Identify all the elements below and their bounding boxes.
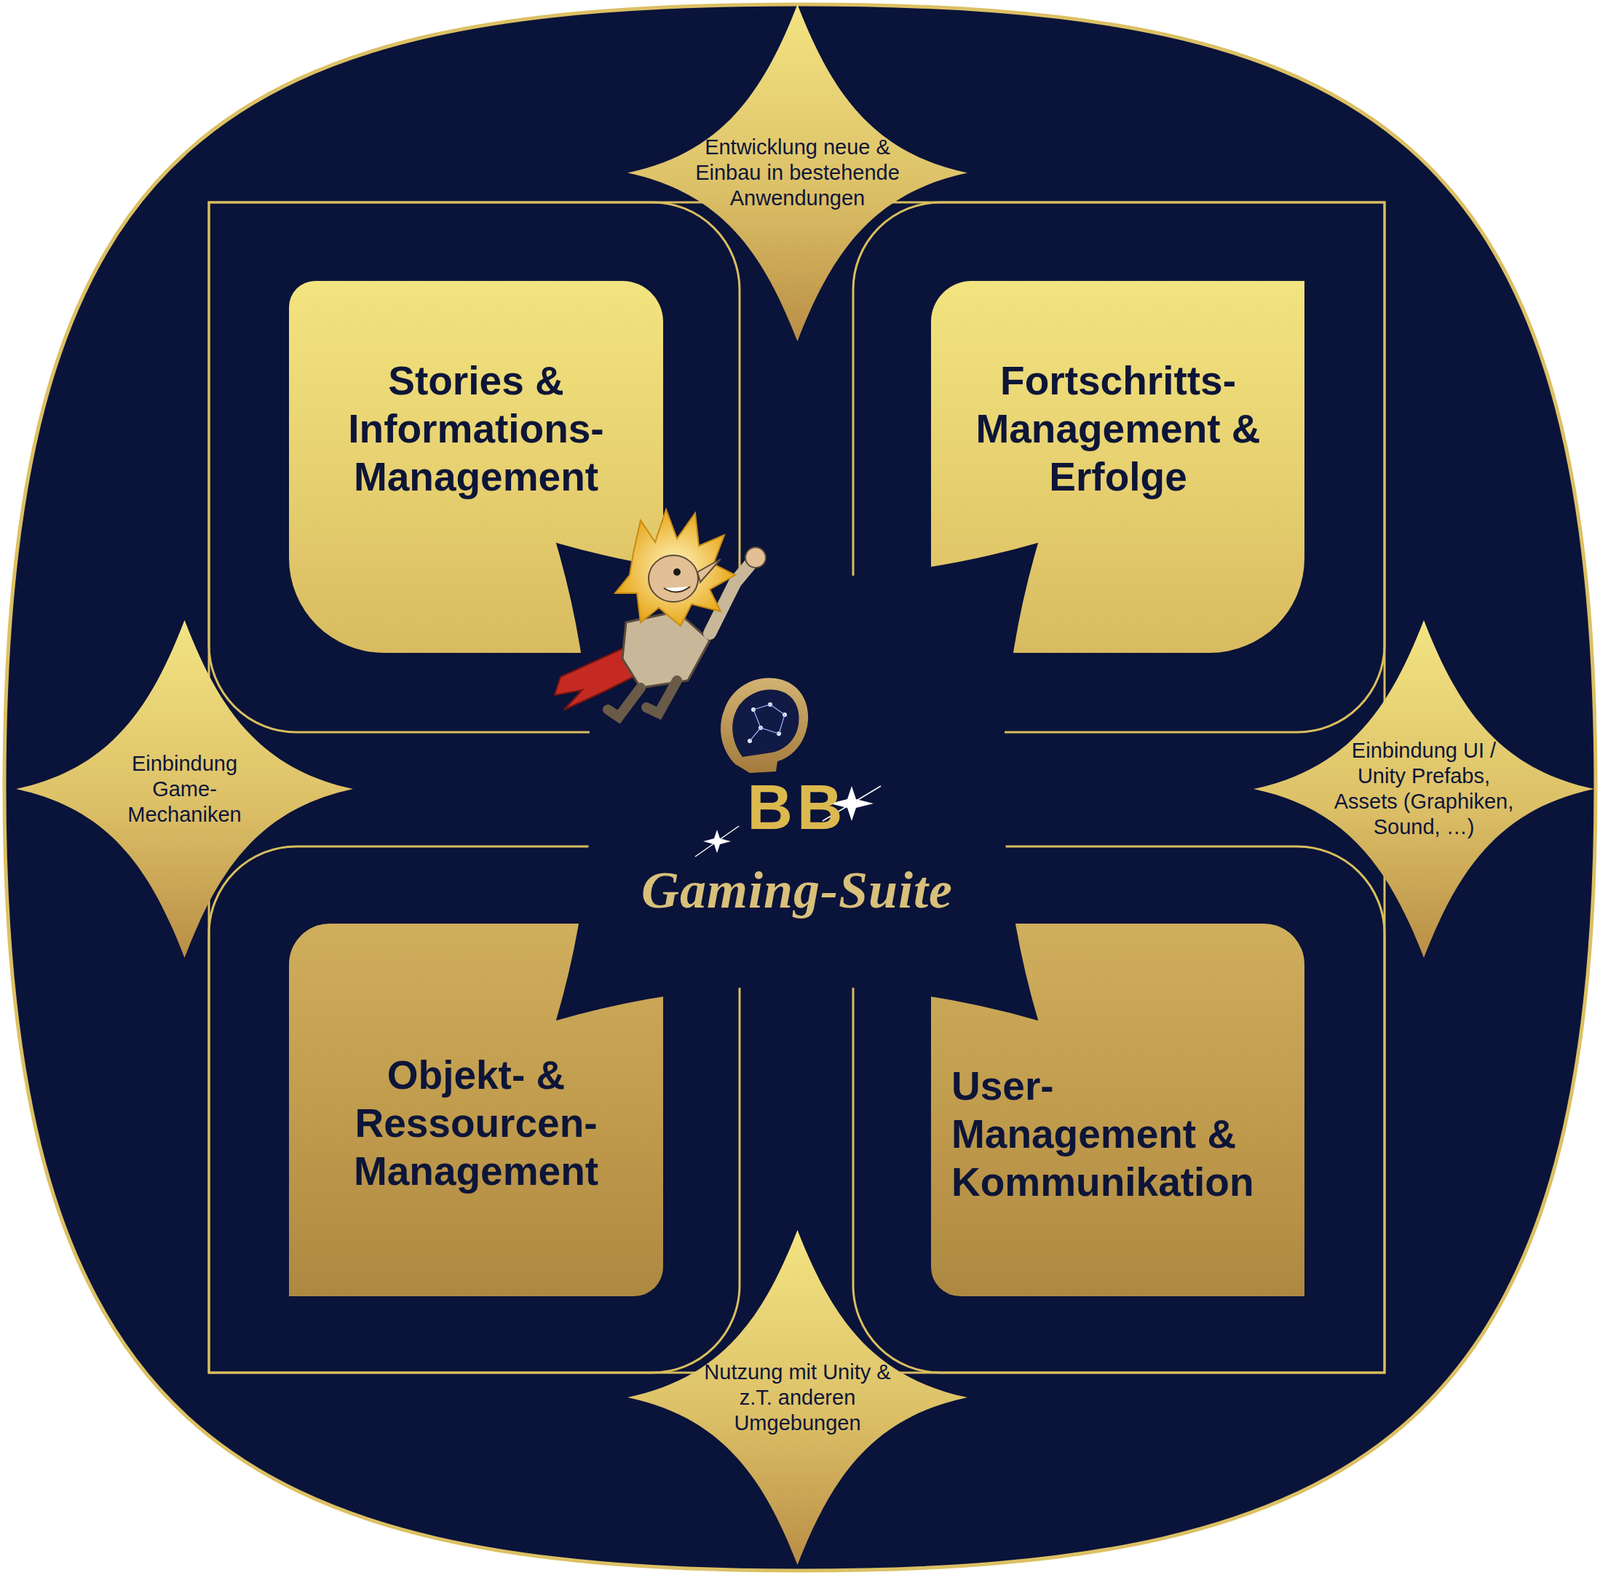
feature-label: Nutzung mit Unity & z.T. anderen Umgebun… bbox=[692, 1359, 904, 1437]
feature-star: Einbindung Game- Mechaniken bbox=[16, 620, 354, 958]
feature-label: Einbindung Game- Mechaniken bbox=[112, 751, 258, 828]
diamond-outline bbox=[1253, 620, 1595, 958]
module-title: Fortschritts- Management & Erfolge bbox=[947, 356, 1290, 501]
text-holder: Einbindung UI / Unity Prefabs, Assets (G… bbox=[1253, 620, 1595, 958]
diamond-fill bbox=[627, 1230, 968, 1566]
inner-frame bbox=[208, 202, 1385, 1373]
module-title: Stories & Informations- Management bbox=[305, 356, 648, 501]
text-holder: Stories & Informations- Management bbox=[305, 356, 648, 501]
feature-star: Entwicklung neue & Einbau in bestehende … bbox=[627, 4, 968, 342]
feature-label: Einbindung UI / Unity Prefabs, Assets (G… bbox=[1328, 738, 1520, 841]
logo-letters: BB bbox=[545, 773, 1049, 843]
module-title: Objekt- & Ressourcen- Management bbox=[305, 1051, 648, 1196]
diamond-fill bbox=[627, 4, 968, 342]
text-holder: Fortschritts- Management & Erfolge bbox=[947, 356, 1290, 501]
logo-title: Gaming-Suite bbox=[545, 861, 1049, 920]
feature-label: Entwicklung neue & Einbau in bestehende … bbox=[681, 134, 915, 212]
feature-star: Einbindung UI / Unity Prefabs, Assets (G… bbox=[1253, 620, 1595, 958]
text-holder: Objekt- & Ressourcen- Management bbox=[305, 1051, 648, 1196]
text-holder: Entwicklung neue & Einbau in bestehende … bbox=[627, 4, 968, 342]
text-holder: Einbindung Game- Mechaniken bbox=[16, 620, 354, 958]
mascot bbox=[554, 509, 766, 718]
brain-head-icon bbox=[720, 677, 809, 774]
feature-star: Nutzung mit Unity & z.T. anderen Umgebun… bbox=[627, 1230, 968, 1566]
text-holder: Nutzung mit Unity & z.T. anderen Umgebun… bbox=[627, 1230, 968, 1566]
outer-shape bbox=[4, 4, 1596, 1571]
logo-star: BB Gaming-Suite bbox=[545, 532, 1049, 1031]
module-title: User- Management & Kommunikation bbox=[951, 1062, 1300, 1207]
text-holder: User- Management & Kommunikation bbox=[951, 1062, 1300, 1207]
diamond-fill bbox=[1253, 620, 1595, 958]
diamond-fill bbox=[16, 620, 354, 958]
sparkle bbox=[695, 786, 881, 857]
